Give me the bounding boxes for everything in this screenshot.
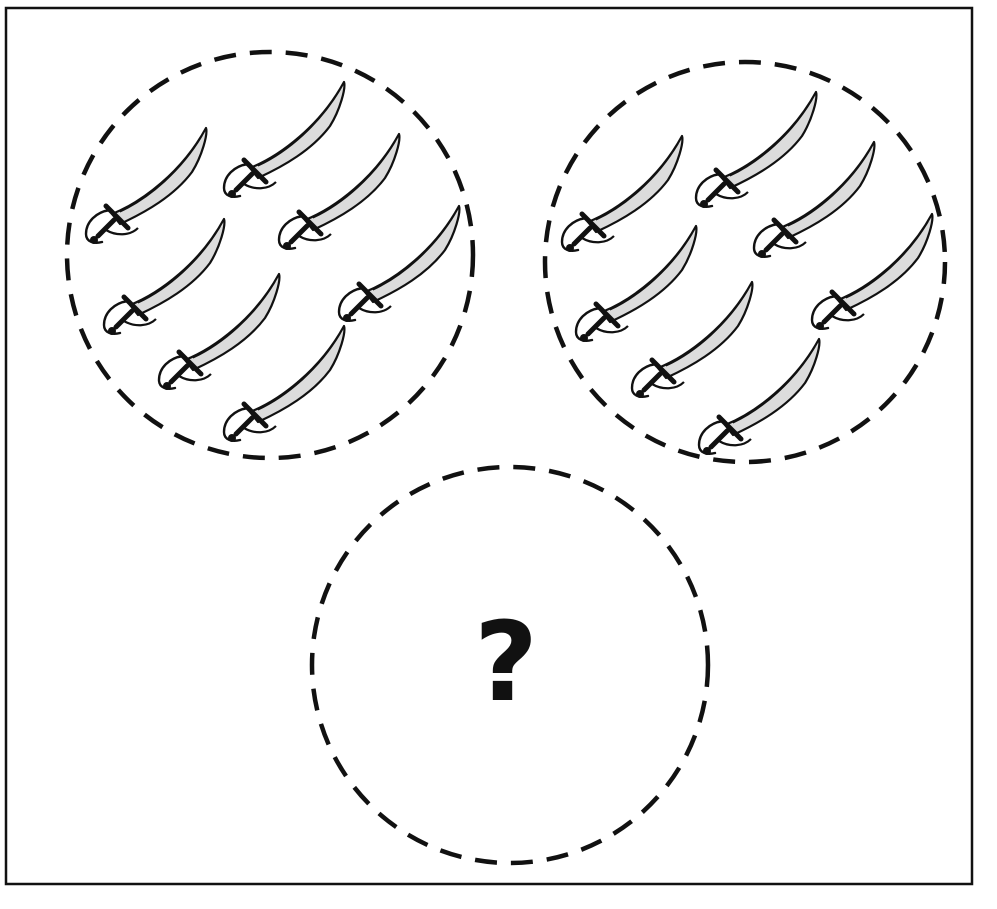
sword-icon [224,82,344,198]
question-mark: ? [474,598,538,726]
sword-icon [812,214,932,330]
sword-icon [562,136,682,252]
sword-icon [699,339,819,455]
right-group [545,62,945,462]
answer-group: ? [312,467,708,863]
sword-icon [696,92,816,208]
left-group [40,52,473,458]
left-group-circle [67,52,473,458]
sword-icon [576,226,696,342]
sword-icon [104,219,224,335]
sword-icon [224,326,344,442]
sword-icon [339,206,459,322]
right-group-circle [545,62,945,462]
sword-icon [86,128,206,244]
